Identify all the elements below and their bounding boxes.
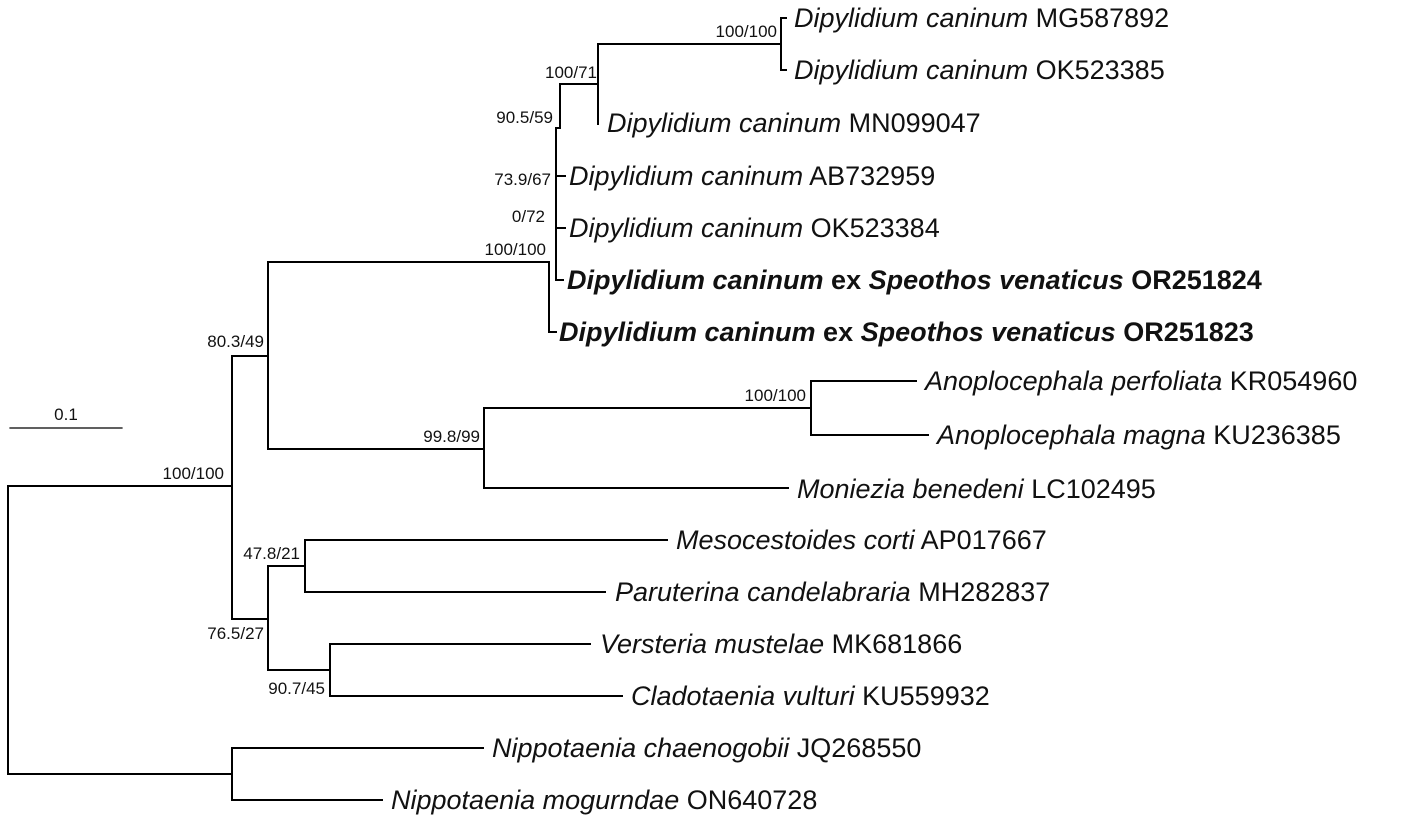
taxon-species: Dipylidium caninum <box>559 317 816 347</box>
support-value: 99.8/99 <box>423 427 480 446</box>
taxon-accession: KU236385 <box>1213 420 1341 450</box>
taxon-species: Dipylidium caninum <box>567 265 824 295</box>
taxon-species: Nippotaenia mogurndae <box>391 785 679 815</box>
taxon-accession: MG587892 <box>1036 3 1170 33</box>
taxon-species: Dipylidium caninum <box>569 161 803 191</box>
support-value: 100/100 <box>716 22 777 41</box>
taxon-species: Anoplocephala magna <box>935 420 1206 450</box>
scale-bar-label: 0.1 <box>54 405 78 424</box>
taxon-species: Moniezia benedeni <box>797 474 1025 504</box>
taxon-label: Nippotaenia mogurndae ON640728 <box>391 785 817 815</box>
taxon-labels: Dipylidium caninum MG587892 Dipylidium c… <box>391 3 1357 815</box>
taxon-label: Dipylidium caninum MG587892 <box>794 3 1169 33</box>
taxon-species: Dipylidium caninum <box>569 213 803 243</box>
support-values: 100/100 100/71 90.5/59 73.9/67 0/72 100/… <box>163 22 806 698</box>
taxon-label: Nippotaenia chaenogobii JQ268550 <box>492 733 921 763</box>
taxon-species: Nippotaenia chaenogobii <box>492 733 790 763</box>
taxon-accession: OR251823 <box>1123 317 1254 347</box>
taxon-species: Mesocestoides corti <box>676 525 916 555</box>
taxon-accession: KU559932 <box>862 681 990 711</box>
support-value: 100/100 <box>163 464 224 483</box>
taxon-label-highlighted: Dipylidium caninum ex Speothos venaticus… <box>567 265 1262 295</box>
support-value: 0/72 <box>512 207 545 226</box>
support-value: 100/100 <box>485 240 546 259</box>
taxon-accession: OK523384 <box>811 213 940 243</box>
support-value: 76.5/27 <box>207 624 264 643</box>
taxon-host: Speothos venaticus <box>869 265 1124 295</box>
taxon-species: Dipylidium caninum <box>607 108 841 138</box>
taxon-label: Paruterina candelabraria MH282837 <box>615 577 1050 607</box>
support-value: 73.9/67 <box>494 170 551 189</box>
taxon-accession: MN099047 <box>849 108 981 138</box>
taxon-accession: OK523385 <box>1036 55 1165 85</box>
taxon-label: Dipylidium caninum OK523384 <box>569 213 940 243</box>
support-value: 90.7/45 <box>268 679 325 698</box>
taxon-accession: MK681866 <box>832 629 963 659</box>
taxon-host: Speothos venaticus <box>861 317 1116 347</box>
support-value: 47.8/21 <box>243 544 300 563</box>
taxon-label: Mesocestoides corti AP017667 <box>676 525 1047 555</box>
taxon-label: Dipylidium caninum OK523385 <box>794 55 1165 85</box>
taxon-connector: ex <box>823 317 853 347</box>
taxon-label: Anoplocephala magna KU236385 <box>935 420 1341 450</box>
taxon-accession: OR251824 <box>1131 265 1262 295</box>
scale-bar: 0.1 <box>9 405 123 429</box>
support-value: 80.3/49 <box>207 332 264 351</box>
taxon-label-highlighted: Dipylidium caninum ex Speothos venaticus… <box>559 317 1254 347</box>
support-value: 90.5/59 <box>496 108 553 127</box>
taxon-accession: MH282837 <box>918 577 1050 607</box>
taxon-label: Moniezia benedeni LC102495 <box>797 474 1156 504</box>
taxon-accession: JQ268550 <box>797 733 922 763</box>
taxon-species: Dipylidium caninum <box>794 55 1028 85</box>
taxon-accession: AB732959 <box>809 161 935 191</box>
taxon-species: Cladotaenia vulturi <box>631 681 856 711</box>
taxon-label: Dipylidium caninum AB732959 <box>569 161 935 191</box>
taxon-label: Cladotaenia vulturi KU559932 <box>631 681 990 711</box>
support-value: 100/71 <box>545 63 597 82</box>
taxon-label: Anoplocephala perfoliata KR054960 <box>923 366 1357 396</box>
taxon-species: Anoplocephala perfoliata <box>923 366 1222 396</box>
tree-branches <box>7 17 929 801</box>
taxon-connector: ex <box>831 265 861 295</box>
support-value: 100/100 <box>745 386 806 405</box>
taxon-label: Dipylidium caninum MN099047 <box>607 108 981 138</box>
taxon-species: Versteria mustelae <box>600 629 824 659</box>
taxon-species: Dipylidium caninum <box>794 3 1028 33</box>
taxon-label: Versteria mustelae MK681866 <box>600 629 962 659</box>
taxon-species: Paruterina candelabraria <box>615 577 911 607</box>
taxon-accession: KR054960 <box>1230 366 1358 396</box>
taxon-accession: LC102495 <box>1031 474 1156 504</box>
taxon-accession: AP017667 <box>921 525 1047 555</box>
taxon-accession: ON640728 <box>687 785 818 815</box>
